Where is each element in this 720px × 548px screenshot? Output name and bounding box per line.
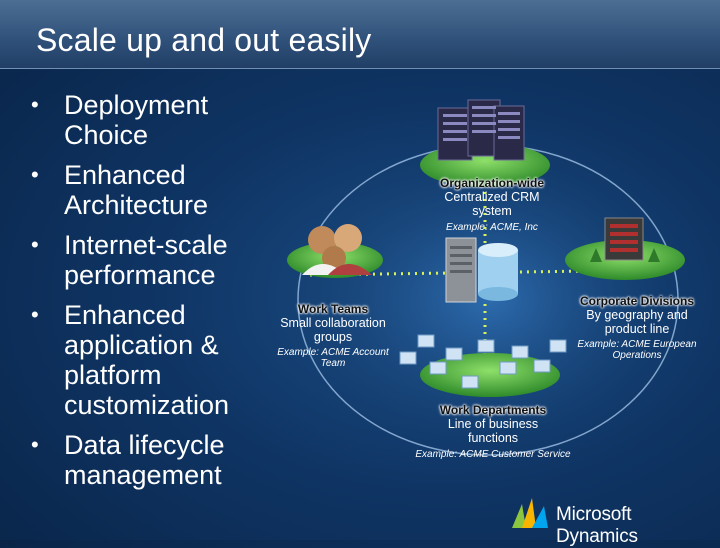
departments-example: Example: ACME Customer Service	[408, 449, 578, 460]
departments-heading: Work Departments	[408, 403, 578, 417]
bullet-item: •Deployment Choice	[28, 90, 268, 150]
org-label: Organization-wide Centralized CRM system…	[412, 176, 572, 233]
corporate-line1: By geography and	[560, 308, 714, 322]
bullet-item: •Internet-scale performance	[28, 230, 268, 290]
bullet-icon: •	[31, 90, 39, 120]
slide-title: Scale up and out easily	[36, 22, 372, 59]
org-example: Example: ACME, Inc	[412, 222, 572, 233]
work-teams-label: Work Teams Small collaboration groups Ex…	[258, 302, 408, 369]
org-line2: system	[412, 204, 572, 218]
bullet-icon: •	[31, 230, 39, 260]
database-icon	[478, 243, 518, 301]
corporate-line2: product line	[560, 322, 714, 336]
server-rack-icon	[438, 100, 524, 160]
bullet-icon: •	[31, 430, 39, 460]
logo-text: Microsoft Dynamics	[556, 504, 718, 548]
corporate-label: Corporate Divisions By geography and pro…	[560, 294, 714, 361]
corporate-heading: Corporate Divisions	[560, 294, 714, 308]
bullet-icon: •	[31, 160, 39, 190]
work-teams-line1: Small collaboration	[258, 316, 408, 330]
org-line1: Centralized CRM	[412, 190, 572, 204]
central-server-icon	[446, 238, 476, 302]
work-teams-line2: groups	[258, 330, 408, 344]
bullet-icon: •	[31, 300, 39, 330]
org-heading: Organization-wide	[412, 176, 572, 190]
dynamics-logo-icon	[508, 492, 554, 532]
bullet-list: •Deployment Choice •Enhanced Architectur…	[28, 90, 268, 500]
title-bar: Scale up and out easily	[0, 0, 720, 69]
departments-label: Work Departments Line of business functi…	[408, 403, 578, 460]
departments-line2: functions	[408, 431, 578, 445]
corporate-example1: Example: ACME European	[560, 339, 714, 350]
bullet-item: •Data lifecycle management	[28, 430, 268, 490]
work-teams-example1: Example: ACME Account	[258, 347, 408, 358]
work-teams-heading: Work Teams	[258, 302, 408, 316]
departments-line1: Line of business	[408, 417, 578, 431]
bullet-item: •Enhanced application & platform customi…	[28, 300, 268, 420]
bullet-item: •Enhanced Architecture	[28, 160, 268, 220]
microsoft-dynamics-logo: Microsoft Dynamics	[508, 492, 718, 536]
work-teams-example2: Team	[258, 358, 408, 369]
scale-diagram: Organization-wide Centralized CRM system…	[250, 90, 720, 490]
corporate-example2: Operations	[560, 350, 714, 361]
